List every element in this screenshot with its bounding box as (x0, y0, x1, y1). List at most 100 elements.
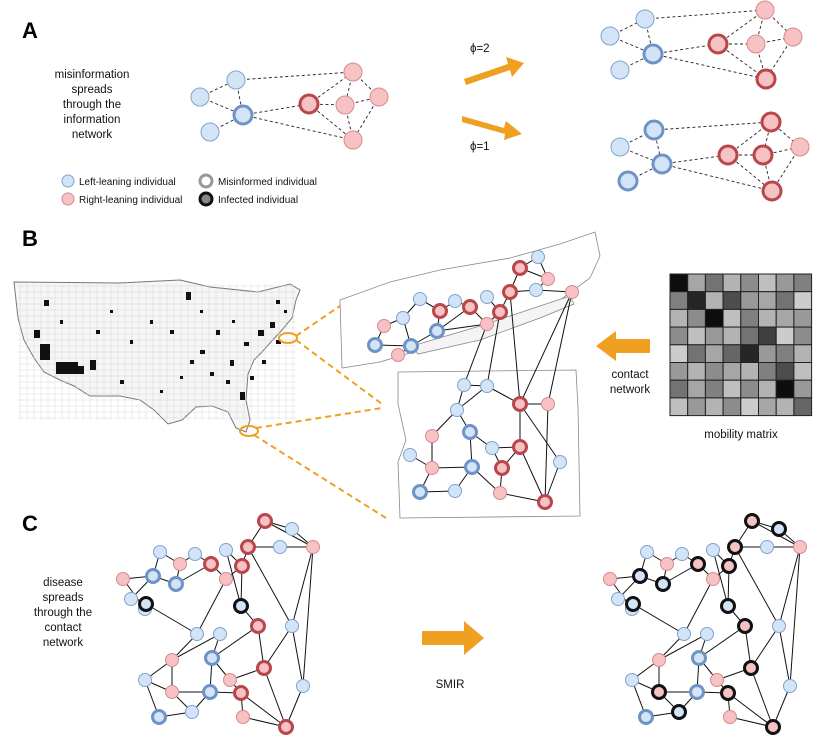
left-leaning-node (480, 290, 494, 304)
right-leaning-node (165, 685, 179, 699)
left-leaning-node (655, 576, 671, 592)
arrow-shape (422, 621, 484, 655)
left-leaning-node (689, 684, 705, 700)
infected-county (232, 320, 235, 323)
infected-county (170, 330, 174, 334)
information-network-phi2 (600, 0, 803, 90)
network-edge (750, 625, 780, 669)
matrix-cell (740, 379, 759, 399)
left-leaning-node (485, 441, 499, 455)
highlight-southeast (239, 425, 259, 437)
matrix-cell (704, 379, 724, 399)
matrix-cell (758, 291, 777, 310)
left-leaning-node (675, 547, 689, 561)
mobility-matrix (669, 273, 813, 417)
network-edge (519, 291, 573, 405)
county-grid (18, 284, 296, 420)
network-edge (734, 546, 780, 627)
network-edge (196, 578, 227, 635)
network-edge (544, 403, 549, 503)
left-leaning-node (677, 627, 691, 641)
right-leaning-node (343, 62, 363, 82)
right-leaning-node (223, 673, 237, 687)
matrix-cell (687, 326, 706, 346)
left-leaning-node (642, 43, 664, 65)
right-leaning-node (793, 540, 807, 554)
contact-network-after-smir (603, 513, 807, 735)
left-leaning-node (643, 119, 665, 141)
network-edge (653, 121, 772, 131)
infected-county (240, 392, 245, 400)
legend-misinformed-label: Misinformed individual (218, 177, 317, 188)
network-edge (436, 323, 488, 332)
left-leaning-node (480, 379, 494, 393)
left-leaning-node (450, 403, 464, 417)
arrow-phi1 (462, 116, 522, 140)
right-leaning-node (737, 618, 753, 634)
legend: Left-leaning individual Right-leaning in… (61, 173, 317, 207)
infected-county (150, 320, 153, 324)
right-leaning-node (425, 429, 439, 443)
matrix-cell (793, 308, 813, 328)
infected-county (270, 322, 275, 328)
network-edge (247, 546, 293, 627)
right-leaning-node (720, 685, 736, 701)
phi2-label: ϕ=2 (470, 43, 490, 55)
network-edge (509, 291, 521, 405)
right-leaning-node (706, 572, 720, 586)
infected-county (250, 376, 254, 380)
matrix-cell (704, 273, 724, 293)
matrix-cell (758, 362, 777, 381)
network-edge (291, 546, 314, 627)
right-leaning-node (492, 304, 508, 320)
infected-county (130, 340, 133, 344)
left-leaning-node (617, 170, 639, 192)
infected-county (90, 360, 96, 370)
infected-county (216, 330, 220, 335)
matrix-cell (775, 291, 795, 310)
right-leaning-node (603, 572, 617, 586)
information-network-initial (190, 62, 389, 150)
infected-county (180, 376, 183, 379)
right-leaning-node (234, 558, 250, 574)
left-leaning-node (188, 547, 202, 561)
right-leaning-node (219, 572, 233, 586)
network-edge (235, 71, 354, 81)
left-leaning-node (200, 122, 220, 142)
right-leaning-node (541, 272, 555, 286)
right-leaning-node (165, 653, 179, 667)
right-leaning-node (512, 396, 528, 412)
infected-county (78, 366, 84, 374)
matrix-cell (758, 397, 777, 417)
network-edge (263, 625, 293, 669)
infected-county (244, 342, 249, 346)
right-leaning-node (502, 284, 518, 300)
right-leaning-node (257, 513, 273, 529)
right-leaning-node (717, 144, 739, 166)
right-leaning-node (480, 317, 494, 331)
left-leaning-node (610, 60, 630, 80)
right-leaning-node (306, 540, 320, 554)
network-edge (263, 667, 287, 728)
panel-c-caption: disease spreads through the contact netw… (34, 577, 92, 649)
caption-line: misinformation (55, 69, 130, 81)
right-leaning-node (116, 572, 130, 586)
matrix-cell (758, 308, 777, 328)
network-edge (750, 667, 774, 728)
infected-county (110, 310, 113, 313)
left-leaning-node (632, 568, 648, 584)
infected-county (186, 292, 191, 300)
left-leaning-node (151, 709, 167, 725)
left-leaning-node (202, 684, 218, 700)
caption-line: contact (44, 622, 82, 634)
right-leaning-node (335, 95, 355, 115)
matrix-cell (704, 291, 724, 310)
smir-label: SMIR (436, 679, 465, 691)
right-leaning-node (755, 0, 775, 20)
network-edge (463, 323, 488, 386)
infected-county (40, 344, 50, 360)
left-leaning-node (760, 540, 774, 554)
matrix-cell (669, 308, 689, 328)
matrix-cell (687, 308, 706, 328)
matrix-cell (793, 273, 813, 293)
